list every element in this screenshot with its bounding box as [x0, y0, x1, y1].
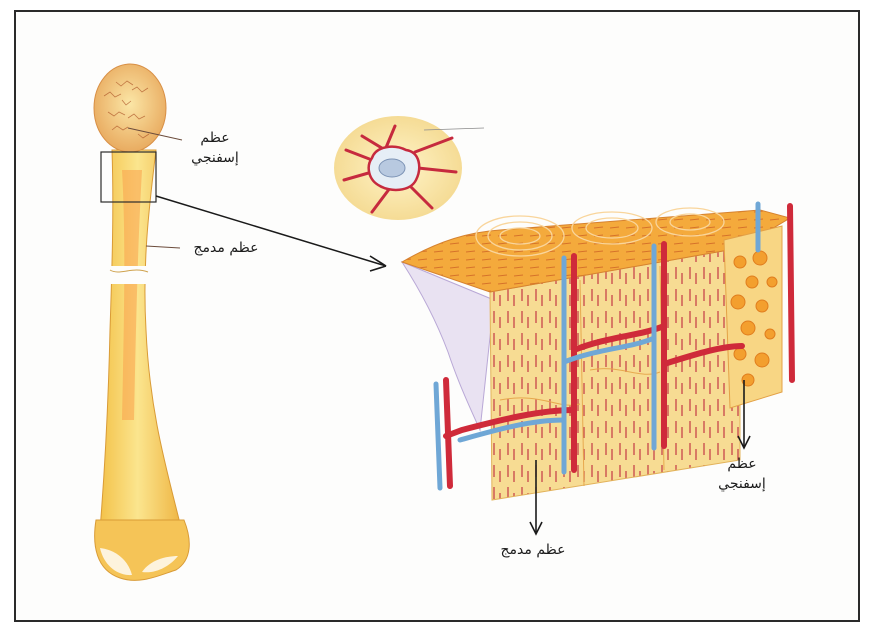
- femur-spongy-label-line2: إسفنجي: [176, 148, 254, 168]
- block-compact-label: عظم مدمج: [478, 540, 588, 560]
- osteocyte-inset: [334, 116, 484, 220]
- zoom-arrow: [156, 196, 386, 271]
- femur-compact-label: عظم مدمج: [176, 238, 276, 258]
- block-spongy-label-line2: إسفنجي: [700, 474, 784, 494]
- femur-spongy-label-line1: عظم: [176, 128, 254, 148]
- femur-illustration: [94, 64, 189, 580]
- femur-spongy-label: عظم إسفنجي: [176, 128, 254, 168]
- block-spongy-label: عظم إسفنجي: [700, 454, 784, 494]
- block-spongy-label-line1: عظم: [700, 454, 784, 474]
